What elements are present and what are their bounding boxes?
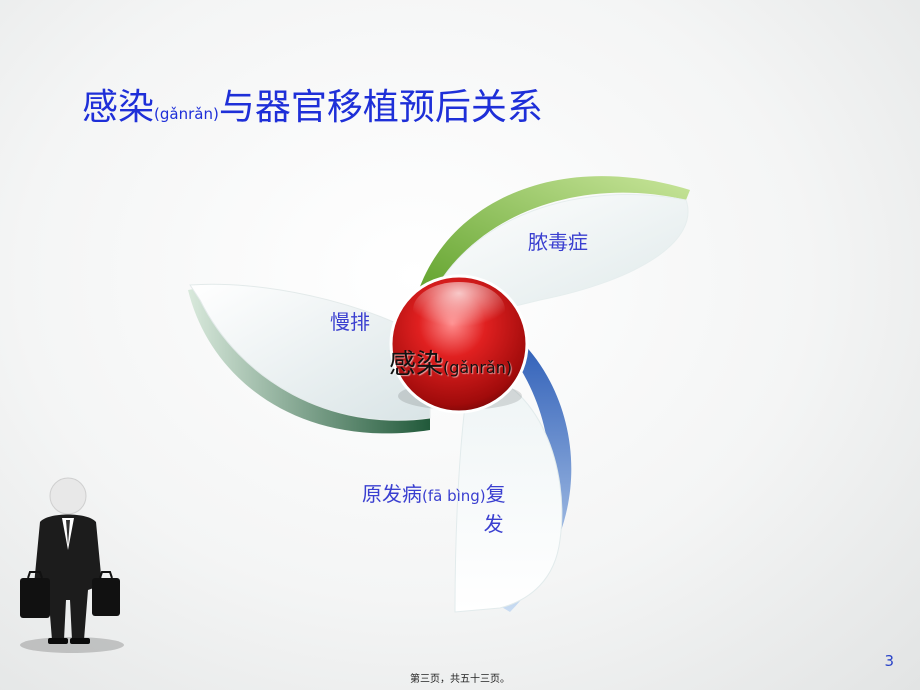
title-rest: 与器官移植预后关系 — [218, 87, 543, 128]
slide-title: 感染(gǎnrǎn)与器官移植预后关系 — [82, 86, 543, 136]
businessman-figure — [20, 477, 124, 653]
relapse-pinyin: (fā bìng) — [422, 487, 486, 505]
center-pinyin: (gǎnrǎn) — [443, 358, 513, 377]
relapse-text-3: 发 — [483, 512, 504, 536]
center-label: 感染(gǎnrǎn) — [389, 342, 539, 381]
title-pinyin: (gǎnrǎn) — [154, 105, 219, 123]
petal-label-sepsis: 脓毒症 — [528, 230, 588, 254]
relapse-text-2: 复 — [485, 482, 506, 506]
petal-left-dark-rim — [188, 288, 430, 434]
relapse-text-1: 原发病 — [362, 482, 422, 506]
footer-note: 第三页，共五十三页。 — [410, 674, 510, 685]
page-number: 3 — [884, 652, 894, 670]
petal-top-green-rim — [418, 176, 690, 300]
petal-bottom — [454, 369, 563, 613]
petal-label-relapse: 原发病(fā bìng)复 发 — [362, 480, 506, 538]
petal-label-rejection: 慢排 — [330, 310, 370, 334]
center-text: 感染 — [389, 349, 443, 380]
petal-left — [189, 283, 431, 421]
center-sphere-highlight — [413, 282, 505, 338]
title-main: 感染 — [82, 87, 155, 128]
